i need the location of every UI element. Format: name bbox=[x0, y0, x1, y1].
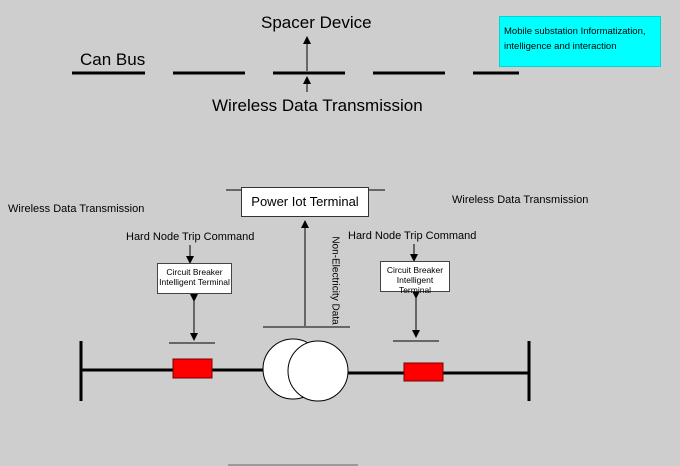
non-electricity-data-label: Non-Electricity Data bbox=[329, 236, 341, 325]
hard-node-trip-command-left-label: Hard Node Trip Command bbox=[126, 231, 255, 243]
can-bus-label: Can Bus bbox=[80, 50, 146, 69]
wireless-data-transmission-left-label: Wireless Data Transmission bbox=[8, 203, 145, 215]
spacer-device-label: Spacer Device bbox=[261, 13, 372, 32]
power-iot-terminal-box: Power Iot Terminal bbox=[241, 187, 369, 217]
hard-node-trip-command-right-label: Hard Node Trip Command bbox=[348, 230, 477, 242]
circuit-breaker-terminal-right: Circuit Breaker Intelligent Terminal bbox=[380, 261, 450, 295]
mobile-substation-box: Mobile substation Informatization, intel… bbox=[499, 16, 661, 67]
circuit-breaker-terminal-left: Circuit Breaker Intelligent Terminal bbox=[157, 263, 232, 294]
transformer-coil-right bbox=[287, 340, 349, 402]
breaker-left bbox=[172, 358, 213, 379]
wireless-data-transmission-right-label: Wireless Data Transmission bbox=[452, 194, 589, 206]
wireless-data-transmission-top-label: Wireless Data Transmission bbox=[212, 96, 423, 115]
breaker-right bbox=[403, 362, 444, 382]
